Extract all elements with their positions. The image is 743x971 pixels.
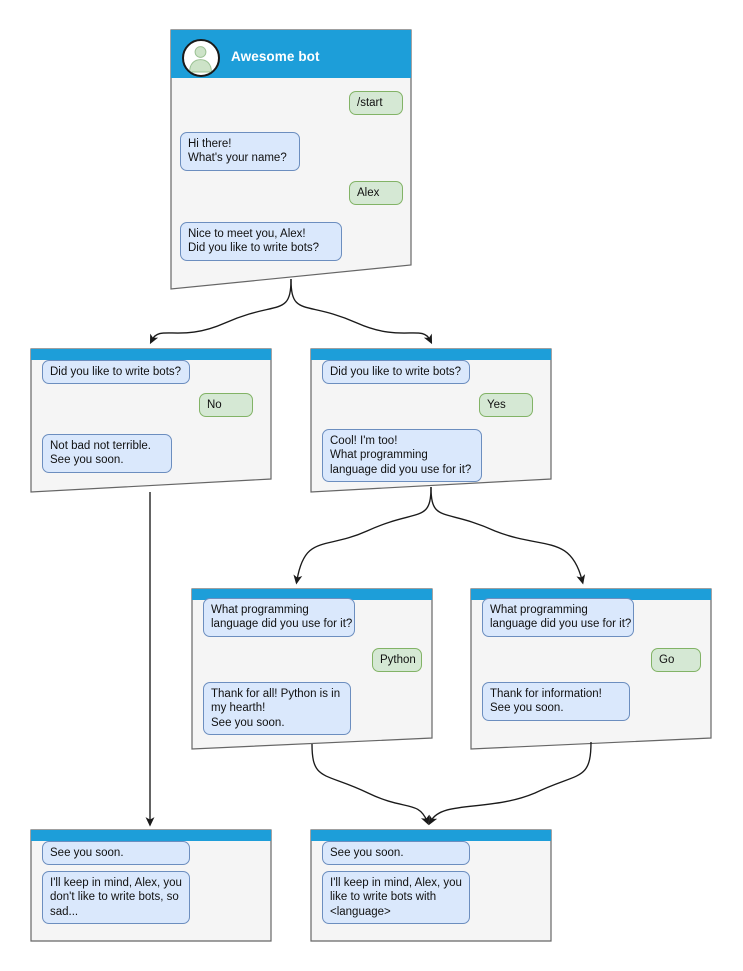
message-bubble-user[interactable]: Alex [349,181,403,206]
message-bubble-bot[interactable]: Did you like to write bots? [322,360,470,385]
message-bubble-bot[interactable]: See you soon. [42,841,190,866]
message-bubble-bot[interactable]: Did you like to write bots? [42,360,190,385]
node-header-no-branch [31,349,271,360]
message-bubble-bot[interactable]: Nice to meet you, Alex! Did you like to … [180,222,342,261]
node-header-python-branch [192,589,432,600]
connector-yes-to-go [430,486,586,585]
node-end-yes[interactable]: See you soon. I'll keep in mind, Alex, y… [311,830,551,941]
message-bubble-bot[interactable]: I'll keep in mind, Alex, you like to wri… [322,871,470,925]
node-python-branch[interactable]: What programming language did you use fo… [192,589,432,749]
message-bubble-bot[interactable]: What programming language did you use fo… [482,598,634,637]
connector-yes-to-python [293,486,432,585]
node-end-no[interactable]: See you soon. I'll keep in mind, Alex, y… [31,830,271,941]
connector-python-to-end-yes [311,743,430,826]
person-avatar-icon [182,39,220,77]
message-bubble-bot[interactable]: What programming language did you use fo… [203,598,355,637]
message-bubble-user[interactable]: Python [372,648,422,673]
message-bubble-user[interactable]: Yes [479,393,533,418]
message-bubble-bot[interactable]: See you soon. [322,841,470,866]
node-header-end-no [31,830,271,841]
message-bubble-bot[interactable]: Hi there! What's your name? [180,132,300,171]
node-no-branch[interactable]: Did you like to write bots? No Not bad n… [31,349,271,492]
node-go-branch[interactable]: What programming language did you use fo… [471,589,711,749]
message-bubble-bot[interactable]: Cool! I'm too! What programming language… [322,429,482,483]
connector-root-to-yes [290,278,433,345]
node-header-go-branch [471,589,711,600]
message-bubble-user[interactable]: No [199,393,253,418]
message-bubble-bot[interactable]: I'll keep in mind, Alex, you don't like … [42,871,190,925]
connector-root-to-no [149,278,292,345]
node-header-yes-branch [311,349,551,360]
node-root[interactable]: Awesome bot /start Hi there! What's your… [171,30,411,289]
message-bubble-bot[interactable]: Thank for all! Python is in my hearth! S… [203,682,351,736]
node-yes-branch[interactable]: Did you like to write bots? Yes Cool! I'… [311,349,551,492]
node-header-end-yes [311,830,551,841]
bot-title: Awesome bot [231,49,320,64]
message-bubble-bot[interactable]: Thank for information! See you soon. [482,682,630,721]
message-bubble-user[interactable]: /start [349,91,403,116]
connector-go-to-end-yes [428,741,592,826]
message-bubble-user[interactable]: Go [651,648,701,673]
message-bubble-bot[interactable]: Not bad not terrible. See you soon. [42,434,172,473]
